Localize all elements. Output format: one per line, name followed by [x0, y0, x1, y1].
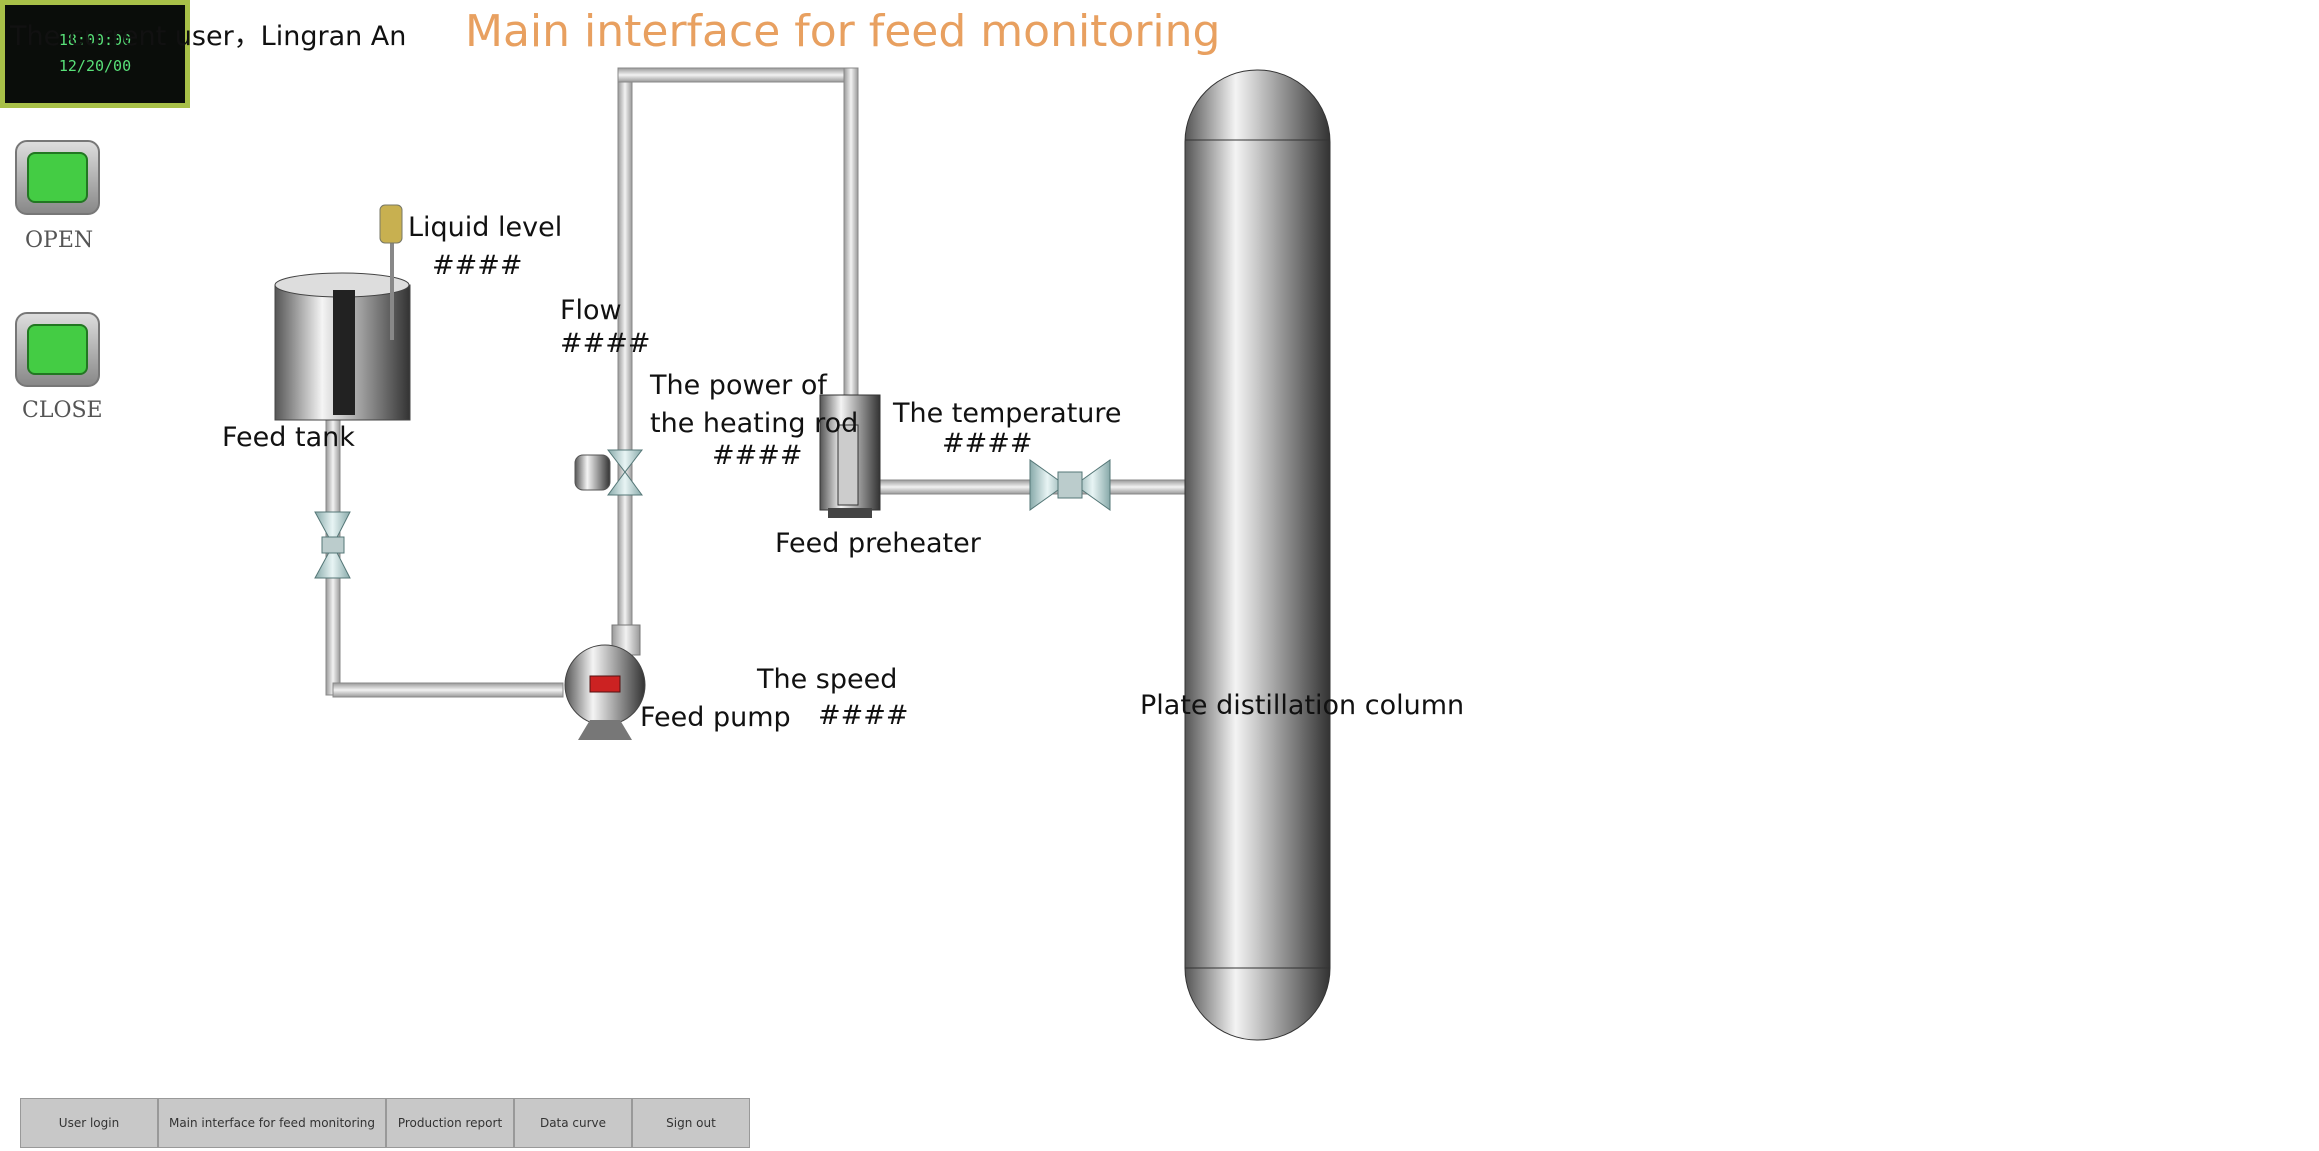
- distillation-column: [1184, 69, 1331, 1041]
- heating-power-label-2: the heating rod: [650, 408, 859, 439]
- clock-time: 18:00:00: [58, 31, 132, 49]
- open-button[interactable]: [15, 140, 100, 215]
- heating-power-value: ####: [712, 440, 803, 471]
- feed-preheater: [819, 394, 881, 518]
- temperature-value: ####: [942, 428, 1033, 459]
- tank-valve[interactable]: [314, 511, 351, 579]
- heating-power-label-1: The power of: [650, 370, 827, 401]
- feed-pump[interactable]: [564, 624, 646, 740]
- close-button[interactable]: [15, 312, 100, 387]
- tab-user-login[interactable]: User login: [20, 1098, 158, 1148]
- page-title: Main interface for feed monitoring: [465, 6, 1221, 57]
- flow-label: Flow: [560, 295, 622, 326]
- clock-display: 18:00:00 12/20/00: [0, 0, 190, 108]
- nav-tabs: User login Main interface for feed monit…: [20, 1098, 750, 1148]
- speed-label: The speed: [757, 664, 898, 695]
- tab-data-curve[interactable]: Data curve: [514, 1098, 632, 1148]
- flow-value: ####: [560, 328, 651, 359]
- tab-main-interface[interactable]: Main interface for feed monitoring: [158, 1098, 386, 1148]
- feed-tank-label: Feed tank: [222, 422, 355, 453]
- current-user: The current user，Lingran An: [10, 21, 407, 52]
- temperature-label: The temperature: [893, 398, 1122, 429]
- flow-valve[interactable]: [574, 449, 644, 496]
- feed-tank: [274, 204, 411, 421]
- tab-sign-out[interactable]: Sign out: [632, 1098, 750, 1148]
- column-valve[interactable]: [1029, 459, 1111, 511]
- speed-value: ####: [818, 700, 909, 731]
- clock-date: 12/20/00: [58, 57, 132, 75]
- tab-production-report[interactable]: Production report: [386, 1098, 514, 1148]
- level-sensor-icon: [379, 204, 403, 244]
- feed-preheater-label: Feed preheater: [775, 528, 981, 559]
- liquid-level-value: ####: [432, 250, 523, 281]
- feed-pump-label: Feed pump: [640, 702, 791, 733]
- open-button-face: [27, 152, 88, 203]
- column-label: Plate distillation column: [1140, 690, 1465, 721]
- open-label: OPEN: [25, 228, 94, 253]
- liquid-level-label: Liquid level: [408, 212, 563, 243]
- close-label: CLOSE: [22, 398, 103, 423]
- close-button-face: [27, 324, 88, 375]
